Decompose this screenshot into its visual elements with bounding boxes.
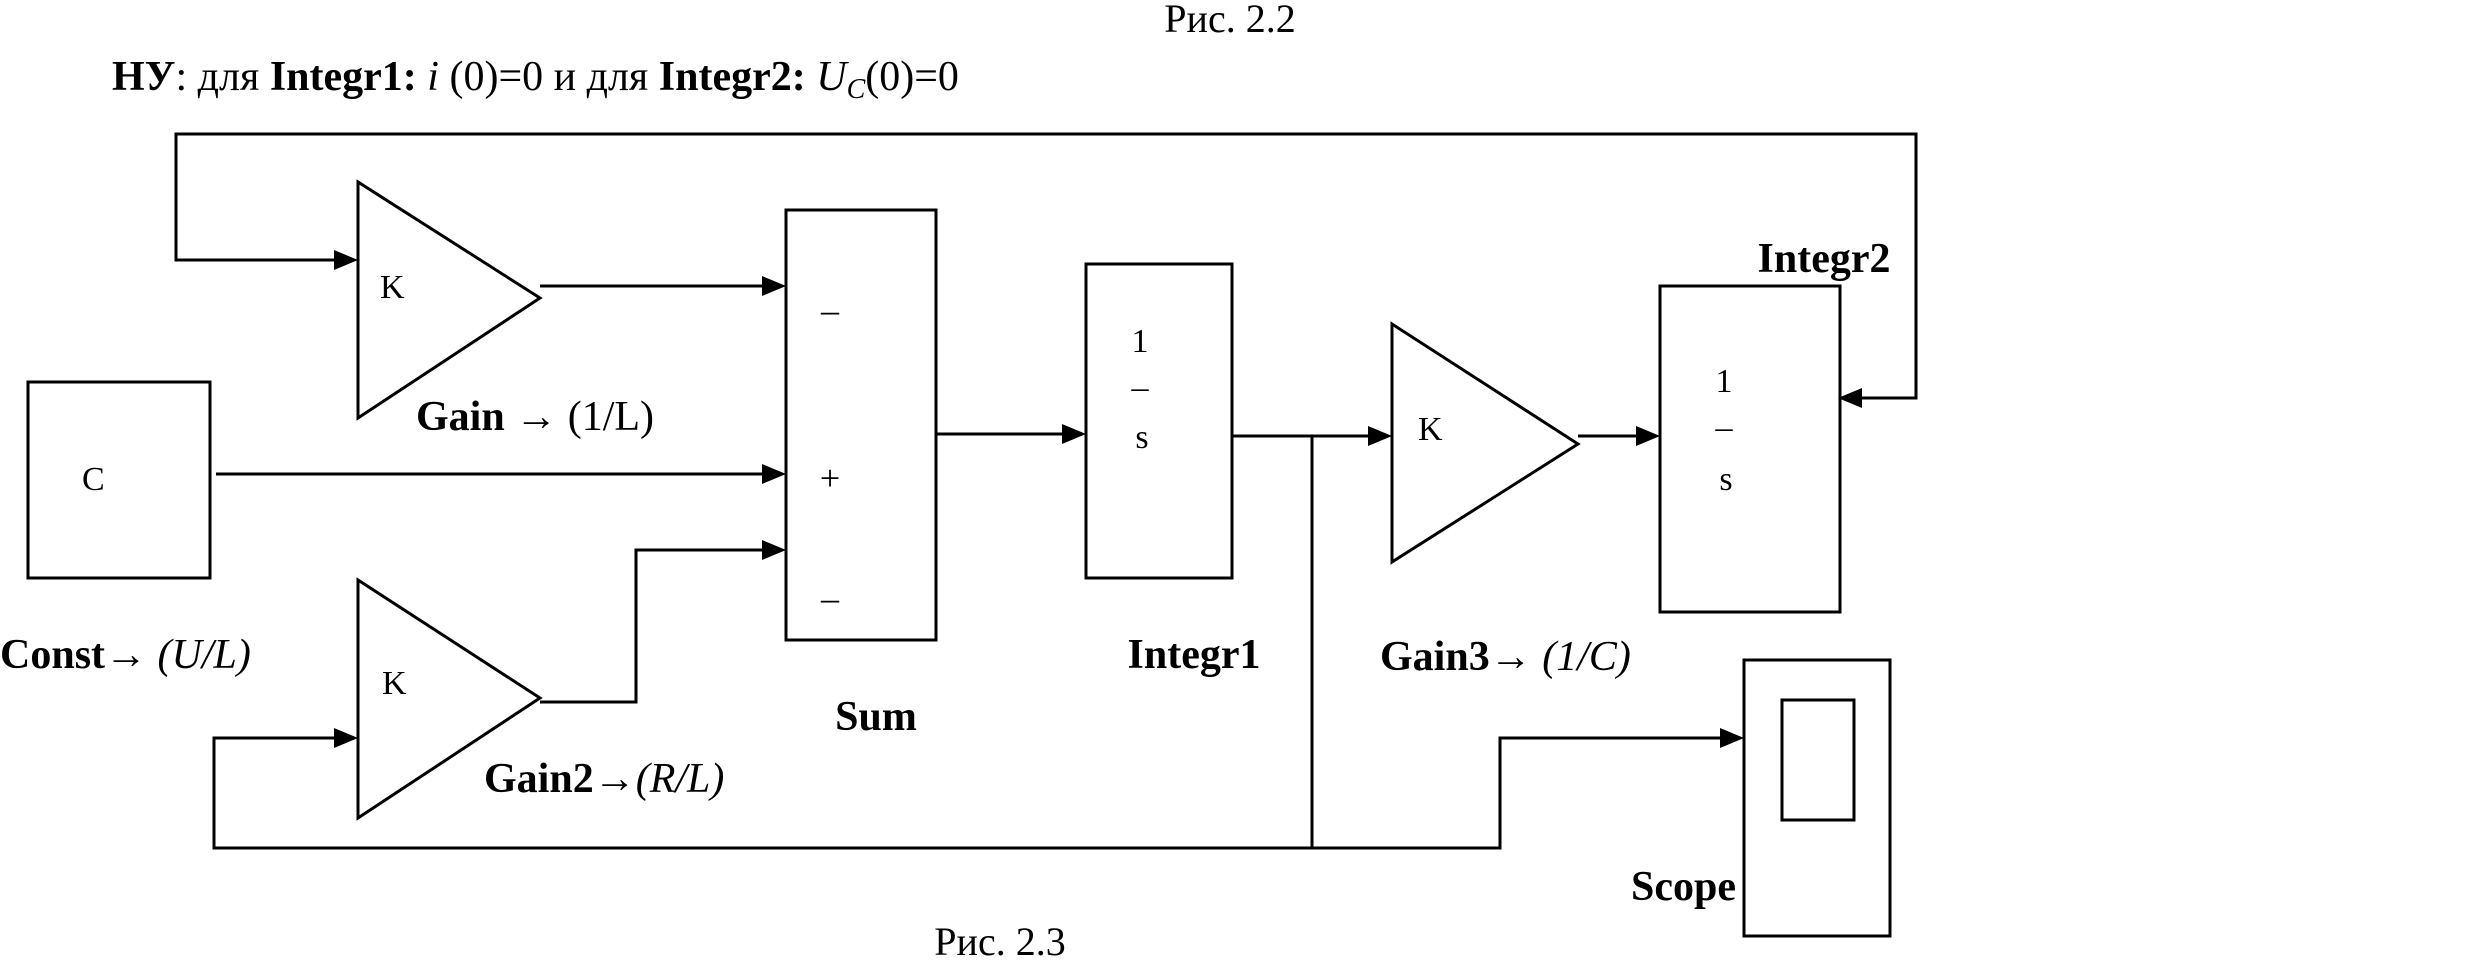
integr2-block[interactable] <box>1658 284 1842 614</box>
arrowhead <box>762 464 786 484</box>
arrowhead <box>762 540 786 560</box>
caption-top: Рис. 2.2 <box>1164 0 1295 41</box>
sum-sign-3: – <box>820 578 840 618</box>
arrowhead <box>1720 728 1744 748</box>
integr1-den: s <box>1135 419 1148 456</box>
integr2-label: Integr2 <box>1758 236 1891 282</box>
wire-feedback-integr1-to-gain2 <box>212 436 1314 850</box>
gain2-label: Gain2→(R/L) <box>484 756 724 802</box>
ic-u-var: U <box>816 54 849 100</box>
ic-u-sub: C <box>847 74 866 105</box>
arrowhead <box>1368 426 1392 446</box>
sum-label: Sum <box>835 694 917 740</box>
arrowhead <box>1062 424 1086 444</box>
sum-block[interactable] <box>784 208 938 642</box>
const-block[interactable] <box>26 380 212 580</box>
sum-sign-2: + <box>820 458 840 498</box>
gain3-block[interactable] <box>1390 321 1581 565</box>
scope-label: Scope <box>1631 864 1736 910</box>
sum-sign-1: – <box>820 290 840 330</box>
scope-screen <box>1780 698 1856 822</box>
ic-eq1: (0)=0 и для <box>439 54 659 100</box>
gain-inner: K <box>380 269 405 306</box>
integr1-num: 1 <box>1132 323 1149 360</box>
const-inner: C <box>82 461 105 498</box>
gain-label: Gain → (1/L) <box>416 394 654 440</box>
ic-eq2: (0)=0 <box>865 54 959 100</box>
wire-feedback-integr2-to-gain <box>174 132 1918 400</box>
gain2-inner: K <box>382 665 407 702</box>
arrowhead <box>762 276 786 296</box>
gain-block[interactable] <box>356 179 543 421</box>
const-label: Const→ (U/L) <box>0 632 251 678</box>
gain2-block[interactable] <box>356 577 543 821</box>
gain3-label: Gain3→ (1/C) <box>1380 634 1631 680</box>
integr1-block[interactable] <box>1084 262 1234 580</box>
integr1-bar: – <box>1131 369 1150 406</box>
wire-gain2-to-sum <box>540 548 766 704</box>
integr2-num: 1 <box>1716 363 1733 400</box>
ic-integr1: Integr1: <box>270 54 417 100</box>
arrowhead <box>1838 388 1862 408</box>
integr1-label: Integr1 <box>1128 632 1261 678</box>
integr2-den: s <box>1719 461 1732 498</box>
gain3-inner: K <box>1418 411 1443 448</box>
ic-text1: : для <box>176 54 270 100</box>
arrowhead <box>334 728 358 748</box>
integr2-bar: – <box>1715 409 1734 446</box>
ic-integr2: Integr2: <box>659 54 806 100</box>
ic-prefix: НУ <box>112 54 176 100</box>
ic-i-var: i <box>427 54 439 100</box>
arrowhead <box>334 250 358 270</box>
caption-bottom: Рис. 2.3 <box>934 919 1065 964</box>
arrowhead <box>1636 426 1660 446</box>
initial-conditions-line: НУ: для Integr1: i (0)=0 и для Integr2: … <box>112 54 959 105</box>
wire-to-scope <box>1312 736 1724 850</box>
